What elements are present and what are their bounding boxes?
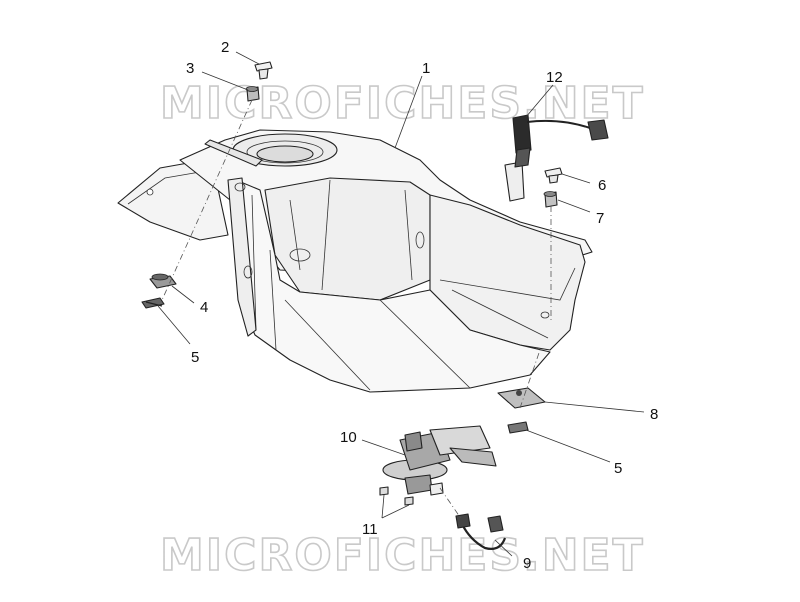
bushing-part-3[interactable] [245, 86, 260, 102]
callout-6: 6 [598, 177, 606, 194]
callout-7: 7 [596, 210, 604, 227]
fuel-tank[interactable] [117, 129, 593, 393]
watermark-top: MICROFICHES.NET [160, 78, 645, 129]
bracket-part-8[interactable] [497, 387, 546, 409]
wiring-harness-part-9[interactable] [455, 513, 507, 550]
fuel-pump-part-10[interactable] [382, 425, 497, 496]
callout-8: 8 [650, 406, 658, 423]
clip-part-5-left[interactable] [141, 297, 165, 309]
watermark-bottom: MICROFICHES.NET [160, 530, 645, 581]
bushing-part-7[interactable] [543, 191, 558, 208]
callout-5-right: 5 [614, 460, 622, 477]
callout-1: 1 [422, 60, 430, 77]
screw-part-2[interactable] [254, 61, 273, 80]
callout-10: 10 [340, 429, 357, 446]
rubber-mount-part-4[interactable] [149, 273, 177, 289]
callout-12: 12 [546, 69, 563, 86]
leader-lines [157, 51, 645, 557]
fuel-sensor-part-12[interactable] [504, 114, 609, 202]
screw-part-6[interactable] [544, 167, 563, 184]
callout-9: 9 [523, 555, 531, 572]
clip-part-5-right[interactable] [507, 421, 529, 434]
callout-3: 3 [186, 60, 194, 77]
callout-11: 11 [362, 521, 378, 538]
callout-5-left: 5 [191, 349, 199, 366]
assembly-axis-lines [161, 99, 552, 521]
callout-4: 4 [200, 299, 208, 316]
screws-part-11[interactable] [379, 486, 414, 506]
callout-2: 2 [221, 39, 229, 56]
callout-labels: 2 3 1 12 6 7 4 5 8 10 5 11 9 [186, 39, 658, 572]
